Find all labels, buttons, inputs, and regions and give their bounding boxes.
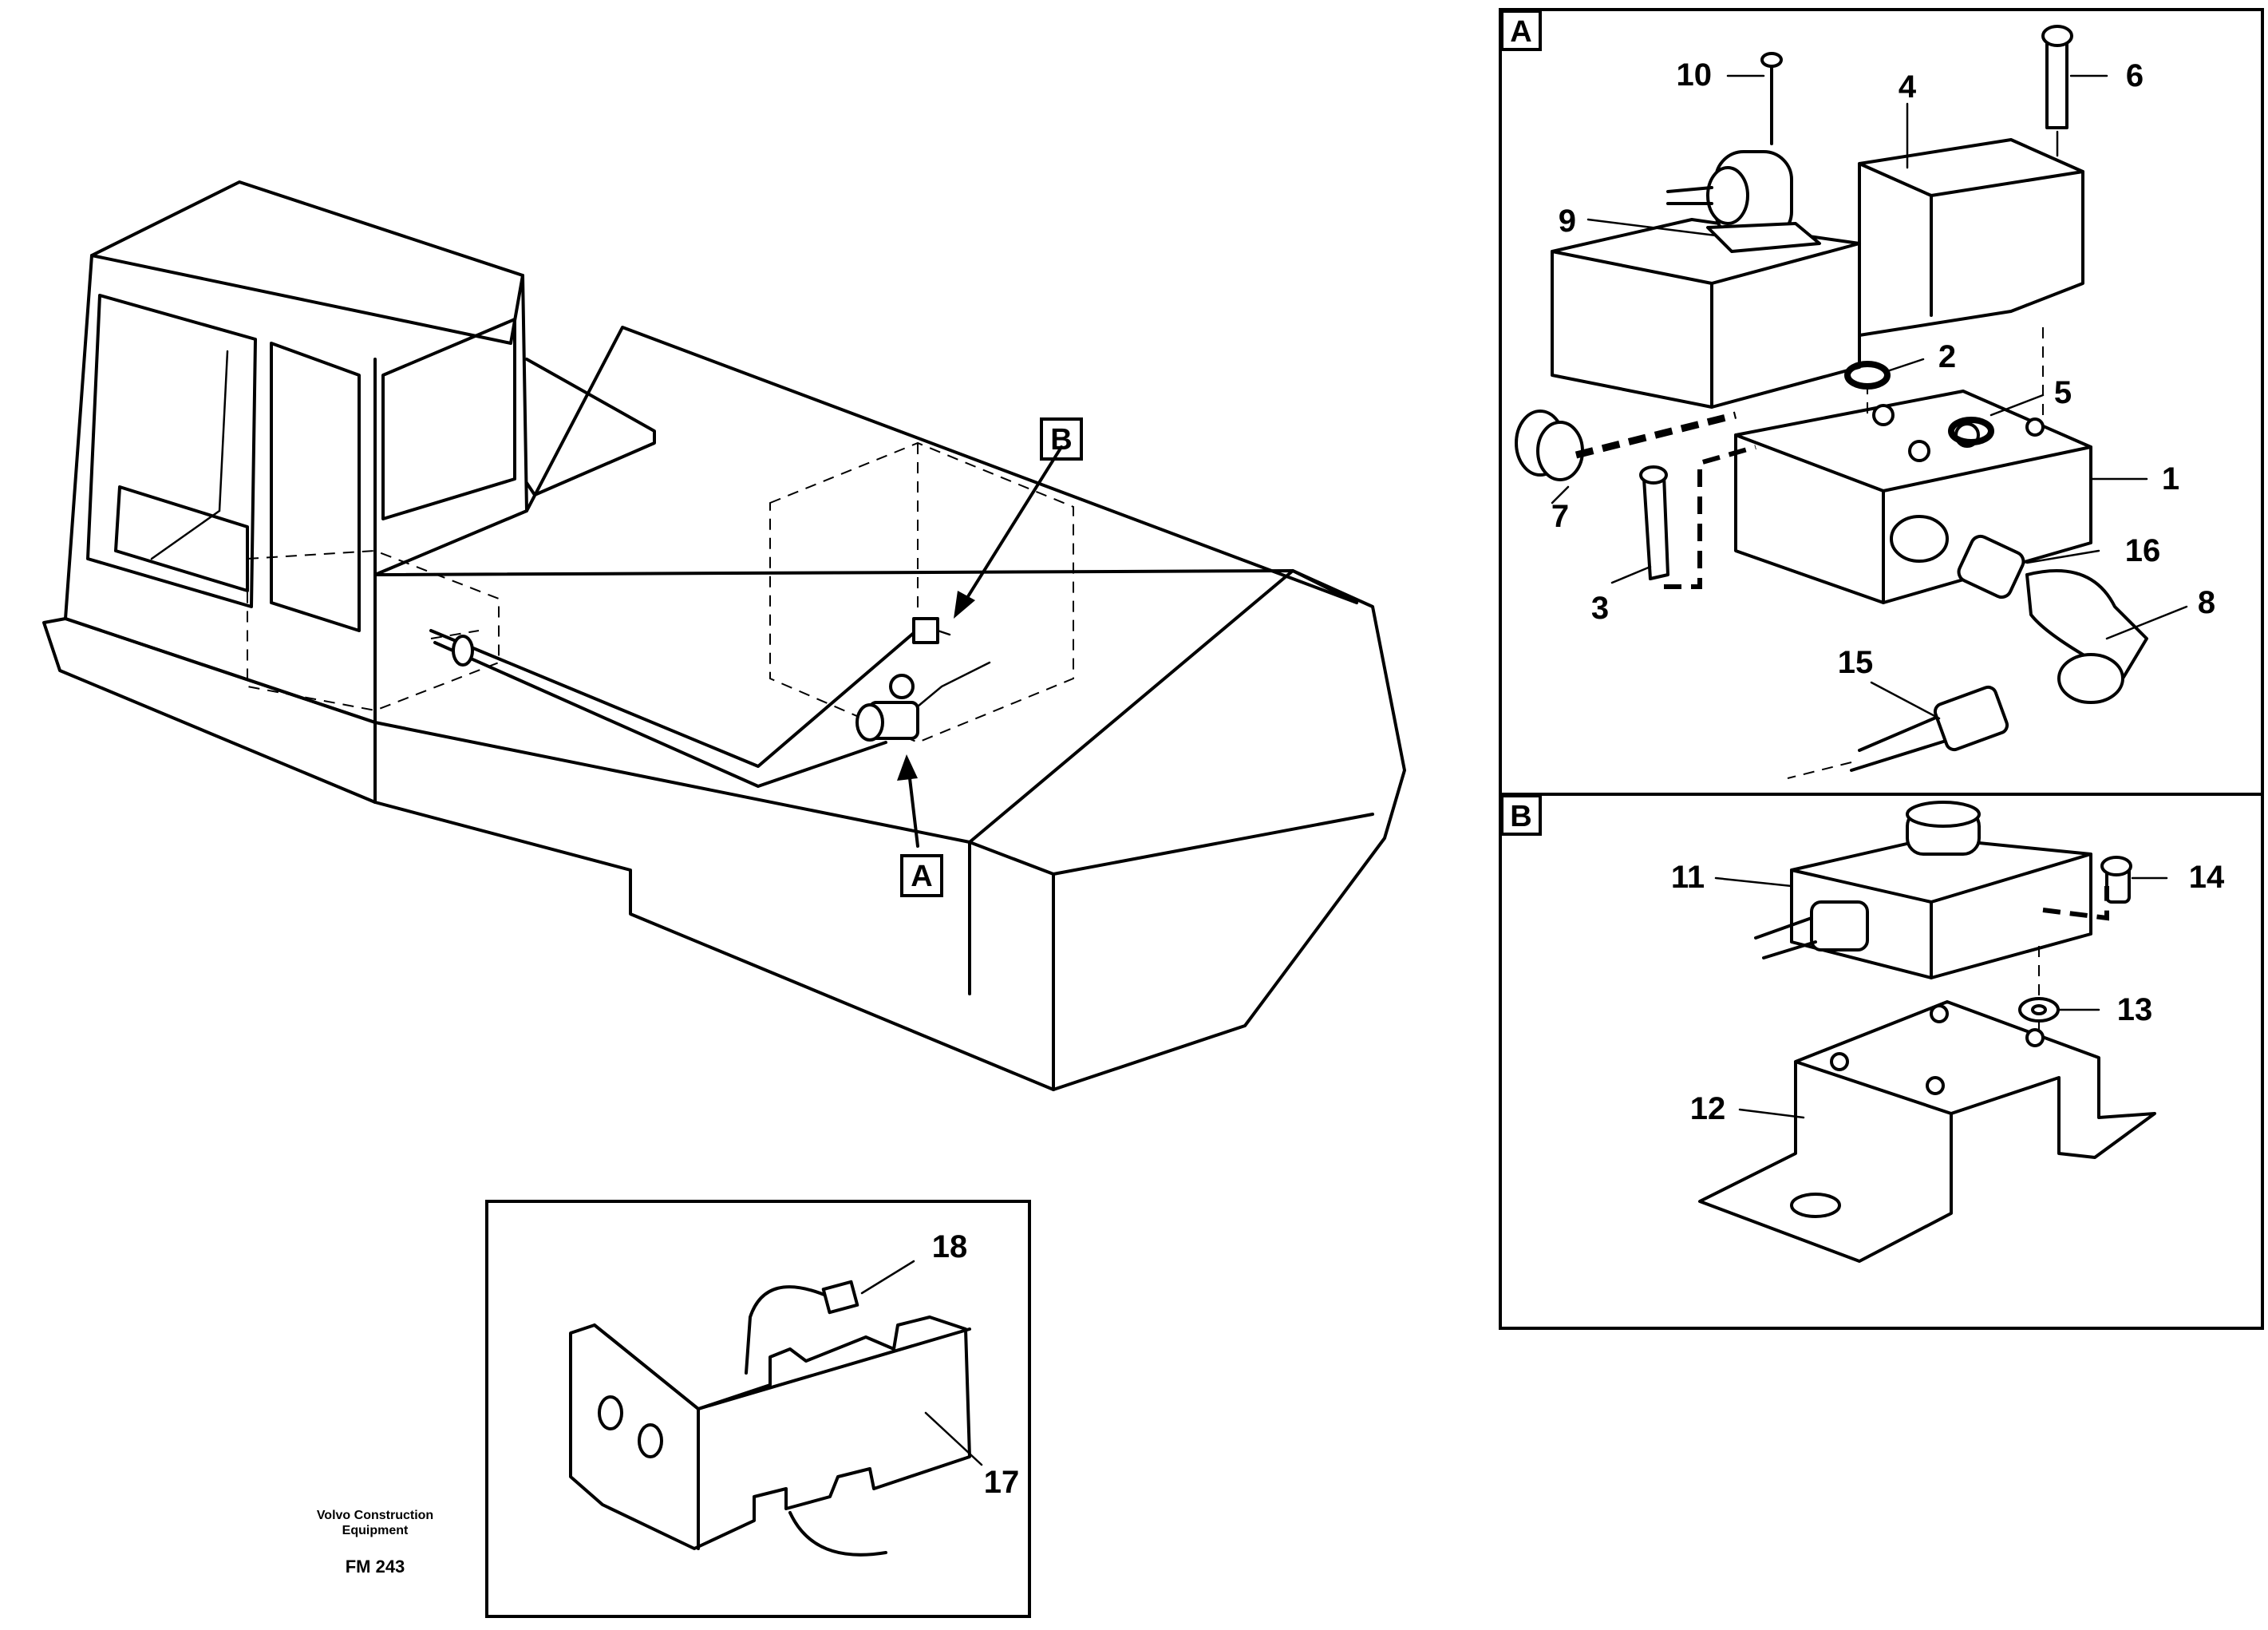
callout-3: 3 [1591,591,1609,626]
publisher-line-2: Equipment [342,1524,409,1537]
callout-6: 6 [2126,58,2144,93]
overview-tag-b-text: B [1050,423,1072,457]
detail-c: 18 17 [485,1200,1031,1618]
arrow-to-b [954,445,1063,619]
callout-16: 16 [2125,533,2161,568]
bracket-17 [569,1315,971,1550]
bracket-12 [1698,1000,2156,1263]
callout-8: 8 [2198,585,2215,620]
coil-housing [1551,218,1861,409]
valve-a-small [855,661,991,742]
callout-10: 10 [1677,57,1713,93]
excavator-overview: B A [42,180,1406,1091]
callout-12: 12 [1690,1091,1726,1126]
callout-18: 18 [932,1229,968,1264]
figure-number: FM 243 [346,1557,405,1577]
callout-2: 2 [1938,339,1956,374]
arrow-to-a [897,754,919,848]
hose-run [429,621,927,788]
overview-tag-b: B [1040,417,1083,461]
publisher-line-1: Volvo Construction [317,1509,433,1522]
callout-14: 14 [2189,860,2225,895]
callout-5: 5 [2054,375,2072,410]
callout-7: 7 [1551,499,1569,534]
overview-tag-a: A [900,854,943,897]
callout-9: 9 [1559,204,1576,239]
detail-a-tag: A [1510,15,1531,49]
hidden-lines [247,441,1074,744]
sensor-b-small [912,617,951,644]
callout-13: 13 [2117,992,2153,1027]
callout-17: 17 [984,1465,1020,1500]
valve-body-4 [1858,138,2084,337]
callout-1: 1 [2162,461,2179,497]
footer: Volvo Construction Equipment FM 243 [317,1509,433,1577]
upper-structure-drawing [42,326,1406,1091]
overview-tag-a-text: A [911,860,932,893]
callout-11: 11 [1671,860,1705,895]
detail-a: A [1500,10,2215,779]
callout-15: 15 [1838,645,1874,680]
detail-b: B [1500,794,2225,1263]
callout-4: 4 [1899,69,1917,105]
detail-b-tag: B [1510,800,1531,833]
detail-panel: A [1499,8,2264,1330]
